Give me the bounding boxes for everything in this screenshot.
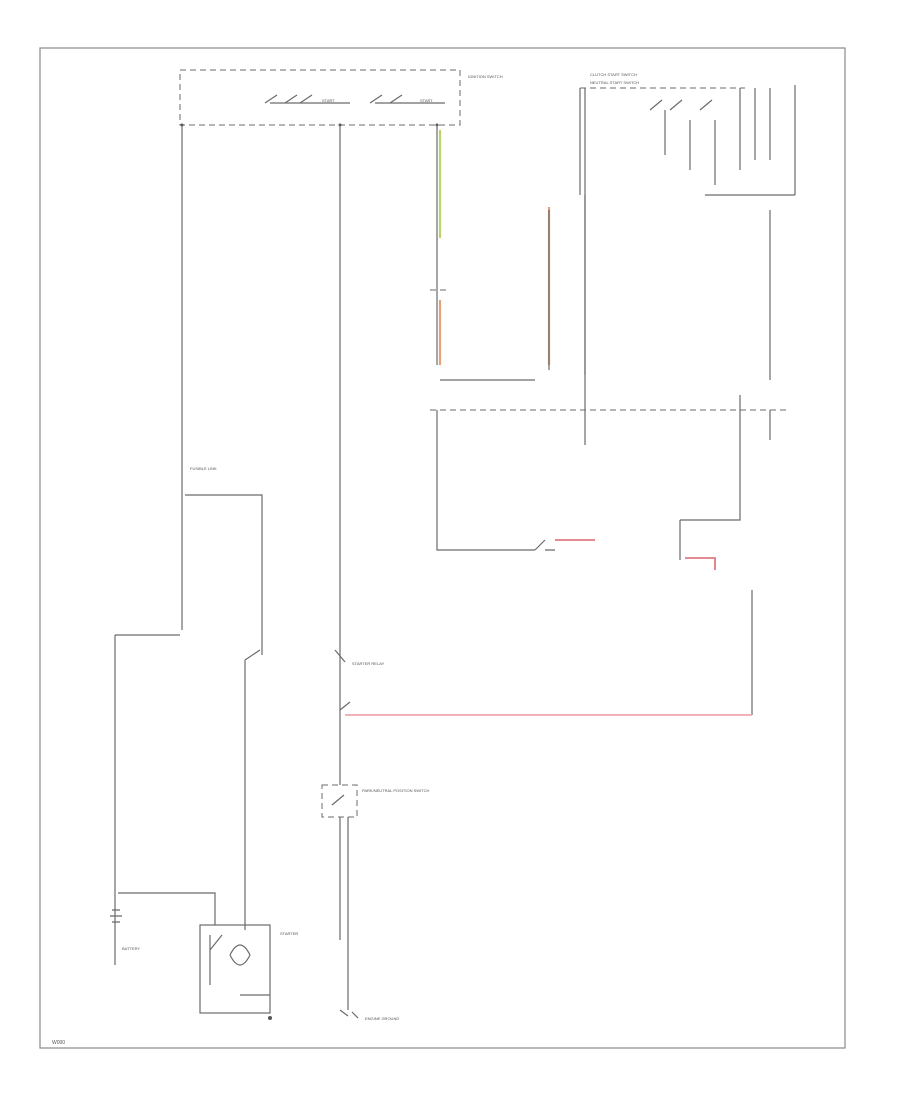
starter-motor: STARTER xyxy=(199,924,298,1020)
engine-ground: ENGINE GROUND xyxy=(339,1009,399,1021)
fusible-link-label: FUSIBLE LINK xyxy=(190,466,217,471)
starter-relay-label: STARTER RELAY xyxy=(352,661,385,666)
starter-label: STARTER xyxy=(280,931,298,936)
ignition-switch: IGNITION SWITCH START START xyxy=(179,69,503,127)
park-neutral-switch: PARK/NEUTRAL POSITION SWITCH xyxy=(321,784,429,818)
park-neutral-label: PARK/NEUTRAL POSITION SWITCH xyxy=(362,788,429,793)
figure-id: W000 xyxy=(52,1040,65,1046)
starter-relay: STARTER RELAY xyxy=(334,649,385,711)
ignition-switch-label: IGNITION SWITCH xyxy=(468,74,503,79)
battery-label: BATTERY xyxy=(122,946,140,951)
clutch-switch-label: CLUTCH START SWITCH xyxy=(590,72,637,77)
svg-text:START: START xyxy=(420,98,433,103)
svg-text:START: START xyxy=(322,98,335,103)
diagram-frame xyxy=(39,47,846,1049)
battery: BATTERY xyxy=(110,909,140,951)
wire-red-2 xyxy=(685,557,716,570)
engine-ground-label: ENGINE GROUND xyxy=(365,1016,399,1021)
neutral-switch-label: NEUTRAL START SWITCH xyxy=(590,80,639,85)
clutch-start-switch: CLUTCH START SWITCH NEUTRAL START SWITCH xyxy=(579,72,796,375)
